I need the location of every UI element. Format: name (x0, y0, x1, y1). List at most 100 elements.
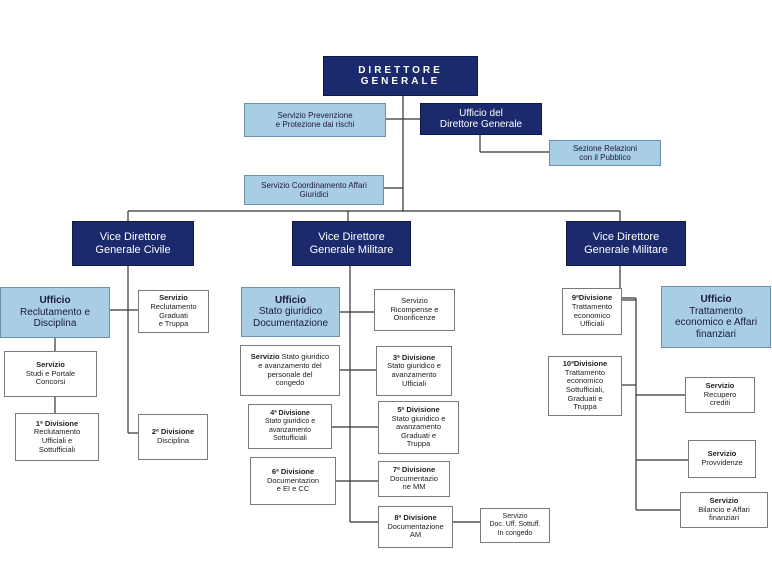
civ-srv-reclut-title: Servizio (159, 293, 188, 303)
vice-militare-1-line1: Vice Direttore (318, 230, 385, 243)
ufficio-direttore-box: Ufficio del Direttore Generale (420, 103, 542, 135)
ricompense-line2: Ricompense e (390, 304, 439, 314)
direttore-generale-box: DIRETTORE GENERALE (323, 56, 478, 96)
srv-stato-line2: e avanzamento del (258, 360, 322, 370)
servizio-bilancio-box: Servizio Bilancio e Affari finanziari (680, 492, 768, 528)
mil-ufficio-line2: Documentazione (252, 317, 329, 329)
div8-title: 8ª Divisione (394, 513, 437, 523)
civ-ufficio-line1: Reclutamento e (19, 306, 91, 318)
servizio-coordinamento-box: Servizio Coordinamento Affari Giuridici (244, 175, 384, 205)
srv-stato-line3: personale del (267, 369, 313, 379)
vice-civile-line2: Generale Civile (95, 243, 171, 256)
divisione-4-box: 4ª Divisione Stato giuridico e avanzamen… (248, 404, 332, 449)
div8-line1: Documentazione (387, 521, 444, 531)
vice-direttore-militare-2-box: Vice Direttore Generale Militare (566, 221, 686, 266)
civ-ufficio-title: Ufficio (39, 295, 71, 307)
prevenzione-line1: Servizio Prevenzione (277, 110, 353, 120)
mil2-ufficio-title: Ufficio (700, 294, 732, 305)
div5-line2: avanzamento (395, 422, 442, 432)
civ-srv-studi-title: Servizio (36, 360, 65, 370)
coordinamento-line1: Servizio Coordinamento Affari (261, 180, 367, 190)
div5-line1: Stato giuridico e (391, 413, 446, 423)
civ-srv-reclut-line2: Graduati (159, 310, 188, 320)
vice-militare-2-line1: Vice Direttore (592, 230, 660, 243)
div10-title: 10ªDivisione (562, 359, 608, 369)
vice-civile-line1: Vice Direttore (99, 230, 167, 243)
div9-line2: economico (573, 310, 611, 320)
vice-direttore-civile-box: Vice Direttore Generale Civile (72, 221, 194, 266)
divisione-3-box: 3ª Divisione Stato giuridico e avanzamen… (376, 346, 452, 396)
div7-line2: ne MM (402, 482, 426, 492)
recupero-line2: crediti (709, 398, 730, 408)
div2-title: 2ª Divisione (151, 427, 195, 437)
civ-srv-reclut-line1: Reclutamento (150, 301, 197, 311)
bilancio-title: Servizio (709, 496, 739, 506)
prevenzione-line2: e Protezione dai rischi (275, 120, 355, 129)
div1-title: 1ª Divisione (35, 418, 79, 428)
div8-line2: AM (409, 530, 422, 540)
ricompense-line3: Onorificenze (393, 313, 436, 323)
div9-line1: Trattamento (571, 301, 613, 311)
divisione-2-box: 2ª Divisione Disciplina (138, 414, 208, 460)
div1-line3: Sottufficiali (38, 444, 76, 454)
divisione-6-box: 6ª Divisione Documentazion e EI e CC (250, 457, 336, 505)
div4-line1: Stato giuridico e (264, 418, 316, 426)
div9-line3: Ufficiali (579, 319, 605, 329)
provvidenze-line1: Provvidenze (701, 458, 743, 467)
relazioni-line2: con il Pubblico (579, 153, 631, 162)
servizio-ricompense-box: Servizio Ricompense e Onorificenze (374, 289, 455, 331)
div4-line2: avanzamento (268, 426, 312, 434)
div6-title: 6ª Divisione (271, 467, 315, 477)
vice-direttore-militare-box: Vice Direttore Generale Militare (292, 221, 411, 266)
servizio-stato-congedo-box: Servizio Stato giuridico e avanzamento d… (240, 345, 340, 396)
ufficio-dg-line2: Direttore Generale (439, 119, 523, 130)
servizio-studi-box: Servizio Studi e Portale Concorsi (4, 351, 97, 397)
mil-ufficio-line1: Stato giuridico (258, 306, 323, 318)
div10-line5: Truppa (573, 402, 597, 412)
div3-line3: Ufficiali (401, 378, 427, 388)
div6-line1: Documentazion (266, 475, 320, 485)
bilancio-line2: finanziari (708, 513, 739, 523)
mil2-ufficio-line3: finanziari (695, 328, 737, 340)
ufficio-stato-giuridico-box: Ufficio Stato giuridico Documentazione (241, 287, 340, 337)
div2-line1: Disciplina (156, 436, 190, 445)
div10-line2: economico (566, 376, 604, 386)
div10-line1: Trattamento (564, 367, 606, 377)
director-line2: GENERALE (360, 76, 441, 87)
div1-line2: Ufficiali e (41, 436, 73, 445)
mil-ufficio-title: Ufficio (274, 294, 307, 306)
srv-doc-line3: In congedo (497, 529, 533, 537)
servizio-recupero-crediti-box: Servizio Recupero crediti (685, 377, 755, 413)
div3-title: 3ª Divisione (392, 352, 436, 362)
recupero-title: Servizio (705, 381, 735, 391)
vice-militare-1-line2: Generale Militare (309, 243, 394, 256)
div5-title: 5ª Divisione (397, 404, 440, 414)
ricompense-line1: Servizio (401, 296, 428, 306)
div7-line1: Documentazio (390, 473, 438, 483)
srv-doc-line1: Servizio (502, 513, 528, 521)
div5-line4: Truppa (406, 439, 431, 449)
ufficio-reclutamento-box: Ufficio Reclutamento e Disciplina (0, 287, 110, 338)
div10-line3: Sottufficiali, (565, 385, 605, 394)
div9-title: 9ªDivisione (571, 293, 613, 303)
divisione-5-box: 5ª Divisione Stato giuridico e avanzamen… (378, 401, 459, 454)
director-line1: DIRETTORE (358, 64, 443, 76)
divisione-9-box: 9ªDivisione Trattamento economico Uffici… (562, 288, 622, 335)
bilancio-line1: Bilancio e Affari (698, 504, 750, 514)
divisione-1-box: 1ª Divisione Reclutamento Ufficiali e So… (15, 413, 99, 461)
srv-stato-line1: Stato giuridico (281, 352, 330, 362)
relazioni-line1: Sezione Relazioni (572, 143, 638, 153)
div4-line3: Sottufficiali (273, 434, 307, 442)
civ-srv-reclut-line3: e Truppa (158, 319, 189, 329)
div5-line3: Graduati e (400, 430, 437, 440)
recupero-line1: Recupero (703, 389, 737, 399)
servizio-provvidenze-box: Servizio Provvidenze (688, 440, 756, 478)
servizio-reclutamento-graduati-box: Servizio Reclutamento Graduati e Truppa (138, 290, 209, 333)
div6-line2: e EI e CC (276, 484, 310, 494)
ufficio-trattamento-box: Ufficio Trattamento economico e Affari f… (661, 286, 771, 348)
ufficio-dg-line1: Ufficio del (459, 107, 503, 119)
divisione-10-box: 10ªDivisione Trattamento economico Sottu… (548, 356, 622, 416)
provvidenze-title: Servizio (707, 449, 737, 459)
srv-stato-line4: congedo (275, 378, 305, 388)
